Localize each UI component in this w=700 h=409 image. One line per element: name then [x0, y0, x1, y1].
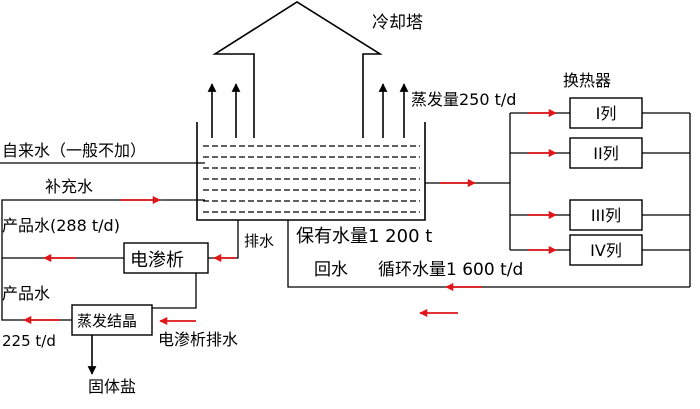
column-1-label: I列	[596, 104, 617, 123]
tap-water-label: 自来水（一般不加）	[2, 141, 146, 160]
product-water-1-label: 产品水(288 t/d)	[2, 216, 120, 235]
water-holding-label: 保有水量1 200 t	[296, 226, 432, 247]
flow-225-label: 225 t/d	[2, 332, 56, 350]
column-3-label: III列	[591, 206, 621, 225]
electrodialysis-label: 电渗析	[130, 250, 184, 271]
heat-exchanger-column-4: IV列	[569, 234, 643, 266]
ed-drain-line	[152, 273, 197, 309]
product-water-2-label: 产品水	[2, 284, 50, 303]
heat-exchanger-column-3: III列	[569, 199, 643, 231]
drain-line	[208, 220, 239, 259]
heat-exchanger-outlet-manifold	[642, 112, 691, 287]
evaporative-crystallization-box	[71, 304, 153, 336]
vapor-arrows	[207, 83, 409, 138]
makeup-water-label: 补充水	[45, 177, 93, 196]
cooling-basin	[196, 122, 426, 221]
heat-exchanger-column-2: II列	[569, 137, 643, 169]
cooling-tower-label: 冷却塔	[372, 13, 423, 33]
return-water-line	[287, 220, 690, 288]
heat-exchanger-column-1: I列	[569, 97, 643, 129]
circulation-label: 循环水量1 600 t/d	[378, 260, 523, 280]
water-level-lines	[203, 145, 420, 213]
heat-exchanger-label: 换热器	[563, 71, 611, 90]
solid-salt-label: 固体盐	[88, 377, 136, 396]
evaporative-crystallization-label: 蒸发结晶	[77, 312, 137, 330]
ed-drain-label: 电渗析排水	[158, 330, 238, 349]
drain-label: 排水	[244, 232, 274, 250]
cooling-tower: 冷却塔	[212, 1, 423, 138]
heat-exchanger-inlet-manifold	[509, 108, 570, 255]
return-water-label: 回水	[314, 260, 348, 280]
evaporation-label: 蒸发量250 t/d	[411, 90, 516, 109]
column-4-label: IV列	[590, 241, 622, 260]
column-2-label: II列	[593, 144, 618, 163]
